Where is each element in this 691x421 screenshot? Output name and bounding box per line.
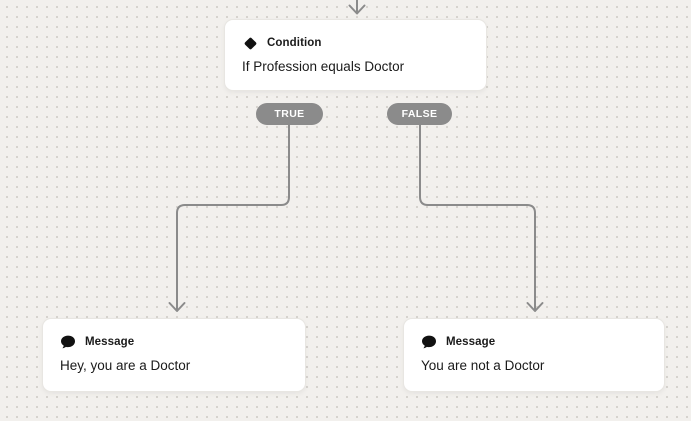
false-branch-label: FALSE	[401, 108, 438, 120]
false-branch-connector[interactable]	[419, 124, 544, 312]
arrowhead-icon	[168, 302, 186, 312]
true-branch-connector[interactable]	[168, 124, 290, 312]
diamond-icon	[242, 35, 258, 51]
message-node-true-text: Hey, you are a Doctor	[60, 358, 191, 373]
false-branch-pill[interactable]: FALSE	[387, 103, 452, 125]
message-node-false-header: Message	[421, 334, 647, 350]
condition-node[interactable]: Condition If Profession equals Doctor	[224, 19, 487, 91]
true-branch-pill[interactable]: TRUE	[256, 103, 323, 125]
arrowhead-icon	[348, 4, 366, 15]
true-branch-label: TRUE	[274, 108, 305, 120]
message-node-true-type-label: Message	[85, 336, 135, 348]
condition-node-text: If Profession equals Doctor	[242, 59, 405, 74]
speech-bubble-icon	[60, 334, 76, 350]
message-node-false[interactable]: Message You are not a Doctor	[403, 318, 665, 392]
message-node-false-type-label: Message	[446, 336, 496, 348]
message-node-true-header: Message	[60, 334, 288, 350]
speech-bubble-icon	[421, 334, 437, 350]
incoming-connector[interactable]	[348, 0, 366, 15]
arrowhead-icon	[526, 302, 544, 312]
message-node-false-text: You are not a Doctor	[421, 358, 545, 373]
message-node-true[interactable]: Message Hey, you are a Doctor	[42, 318, 306, 392]
condition-node-type-label: Condition	[267, 37, 322, 49]
condition-node-header: Condition	[242, 35, 469, 51]
